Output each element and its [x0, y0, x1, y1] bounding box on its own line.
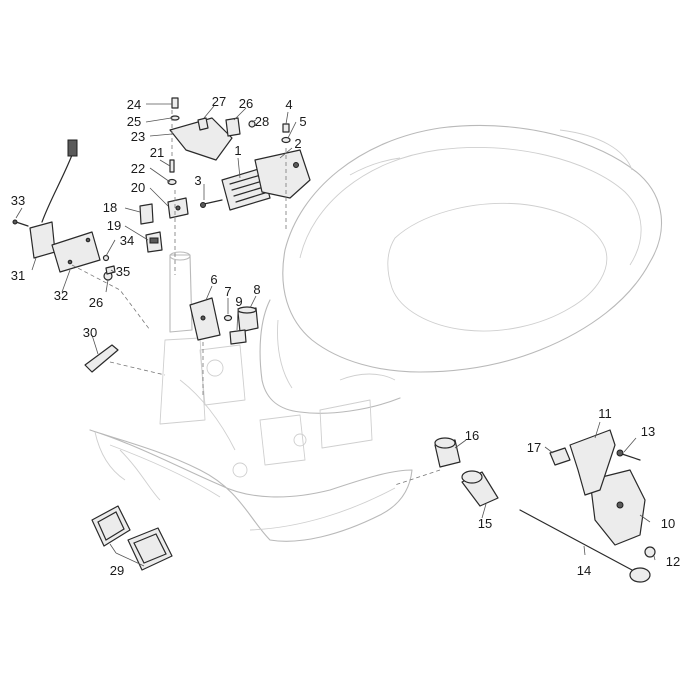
callout-4: 4: [285, 97, 292, 112]
callout-26-upper: 26: [239, 96, 253, 111]
part-26-clip-upper: [225, 117, 241, 137]
part-10-bracket: [589, 469, 646, 546]
callout-28: 28: [255, 114, 269, 129]
part-8-cap: [237, 306, 259, 333]
callout-8: 8: [253, 282, 260, 297]
part-13-bolt: [616, 449, 641, 461]
callout-35: 35: [116, 264, 130, 279]
part-20-clamp: [167, 197, 189, 219]
part-7-washer: [223, 314, 233, 322]
callout-26-lower: 26: [89, 295, 103, 310]
callout-labels: 1 2 3 4 5 6 7 8 9 10 11 12 13 14 15 16 1…: [11, 94, 680, 578]
callout-30: 30: [83, 325, 97, 340]
callout-33: 33: [11, 193, 25, 208]
callout-20: 20: [131, 180, 145, 195]
callout-31: 31: [11, 268, 25, 283]
part-35-screw: [105, 265, 116, 275]
callout-11: 11: [598, 406, 612, 421]
callout-18: 18: [103, 200, 117, 215]
callout-10: 10: [661, 516, 675, 531]
part-29-mats: [91, 505, 173, 571]
part-12-nut: [644, 546, 656, 558]
callout-2: 2: [294, 136, 301, 151]
assembly-lines: [71, 110, 441, 486]
callout-24: 24: [127, 97, 141, 112]
part-17-clip: [549, 447, 571, 466]
part-6-plate: [189, 297, 221, 341]
part-14-rod: [519, 509, 651, 583]
callout-16: 16: [465, 428, 479, 443]
part-4-screw: [282, 123, 290, 133]
part-32-plate: [51, 231, 101, 273]
callout-12: 12: [666, 554, 680, 569]
callout-14: 14: [577, 563, 591, 578]
part-22-washer: [167, 178, 177, 186]
callout-5: 5: [299, 114, 306, 129]
callout-19: 19: [107, 218, 121, 233]
callout-6: 6: [210, 272, 217, 287]
part-11-bracket: [569, 429, 616, 496]
part-5-washer: [281, 136, 291, 144]
callout-9: 9: [235, 294, 242, 309]
part-19-connector: [145, 231, 163, 253]
callout-21: 21: [150, 145, 164, 160]
callout-23: 23: [131, 129, 145, 144]
part-33-screw: [12, 219, 29, 227]
part-31-unit: [29, 139, 78, 259]
part-9-plug: [229, 329, 247, 345]
part-15-sleeve: [461, 470, 499, 507]
part-1-voltage-regulator: [221, 167, 271, 211]
part-30-badge: [84, 344, 119, 373]
part-3-screw: [200, 199, 223, 208]
callout-1: 1: [234, 143, 241, 158]
callout-34: 34: [120, 233, 134, 248]
part-18-relay: [139, 203, 154, 225]
callout-15: 15: [478, 516, 492, 531]
callout-29: 29: [110, 563, 124, 578]
callout-3: 3: [194, 173, 201, 188]
callout-27: 27: [212, 94, 226, 109]
part-2-bracket: [254, 149, 311, 199]
part-28-nut: [248, 120, 256, 128]
callout-13: 13: [641, 424, 655, 439]
part-24-screw: [171, 97, 179, 109]
callout-32: 32: [54, 288, 68, 303]
callout-22: 22: [131, 161, 145, 176]
callout-17: 17: [527, 440, 541, 455]
part-16-bushing: [434, 437, 461, 468]
callout-25: 25: [127, 114, 141, 129]
callout-7: 7: [224, 284, 231, 299]
part-27-clip: [197, 117, 209, 131]
part-34-clip: [102, 254, 110, 262]
part-21-screw: [169, 159, 175, 173]
scooter-frame-outline: [89, 125, 662, 542]
leader-lines: [15, 103, 656, 567]
